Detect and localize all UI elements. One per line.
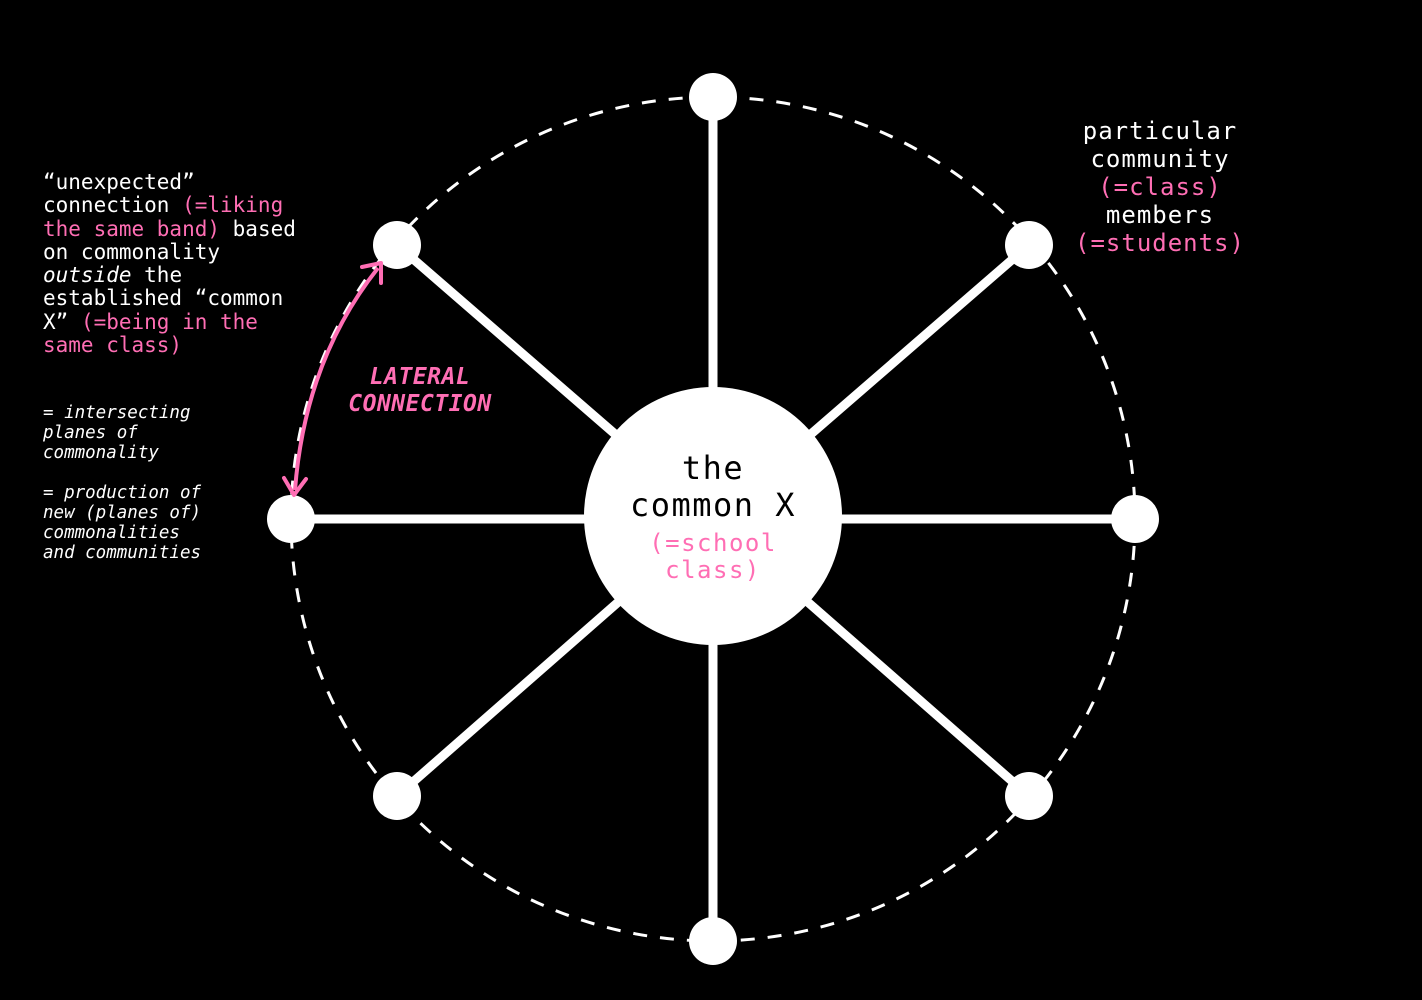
annotation-example-class: (=being in the same class) xyxy=(43,309,258,358)
lateral-label-line1: LATERAL xyxy=(369,364,471,390)
member-node-top-right xyxy=(1005,221,1053,269)
center-label: the common X (=school class) xyxy=(585,450,841,584)
arrowhead-top-icon xyxy=(360,261,383,285)
member-node-bottom-left xyxy=(373,772,421,820)
annotation-example-band: (=liking the same band) xyxy=(43,193,284,241)
annotation-emphasis-outside: outside xyxy=(43,263,132,288)
annotation-text-2: based on commonality xyxy=(43,216,296,264)
member-node-top xyxy=(689,73,737,121)
annotation-text-3: the established “common X” xyxy=(43,263,284,334)
members-annotation: particular community (=class) members (=… xyxy=(1040,117,1280,257)
production-note: = production of new (planes of) commonal… xyxy=(43,483,202,563)
members-annotation-line4: members xyxy=(1105,201,1215,229)
member-node-bottom-right xyxy=(1005,772,1053,820)
members-annotation-line1: particular xyxy=(1082,117,1238,145)
center-subtitle: (=school class) xyxy=(585,530,841,584)
center-title-line1: the xyxy=(681,449,745,487)
members-annotation-line5: (=students) xyxy=(1075,229,1245,257)
unexpected-connection-annotation: “unexpected” connection (=liking the sam… xyxy=(43,170,343,358)
member-node-left xyxy=(267,495,315,543)
lateral-label-line2: CONNECTION xyxy=(348,391,492,417)
member-node-top-left xyxy=(373,221,421,269)
lateral-connection-label: LATERAL CONNECTION xyxy=(320,364,520,418)
member-node-right xyxy=(1111,495,1159,543)
members-annotation-line2: community xyxy=(1090,145,1230,173)
members-annotation-line3: (=class) xyxy=(1098,173,1222,201)
arrowhead-bottom-icon xyxy=(282,476,308,497)
center-title: the common X xyxy=(585,450,841,524)
member-node-bottom xyxy=(689,917,737,965)
center-hub xyxy=(584,387,842,645)
annotation-text-1: “unexpected” connection xyxy=(43,170,195,218)
intersecting-planes-note: = intersecting planes of commonality xyxy=(43,403,191,463)
center-subtitle-line1: (=school xyxy=(649,529,777,557)
lateral-connection-arrow xyxy=(293,266,380,491)
center-subtitle-line2: class) xyxy=(665,556,761,584)
center-title-line2: common X xyxy=(629,486,797,524)
